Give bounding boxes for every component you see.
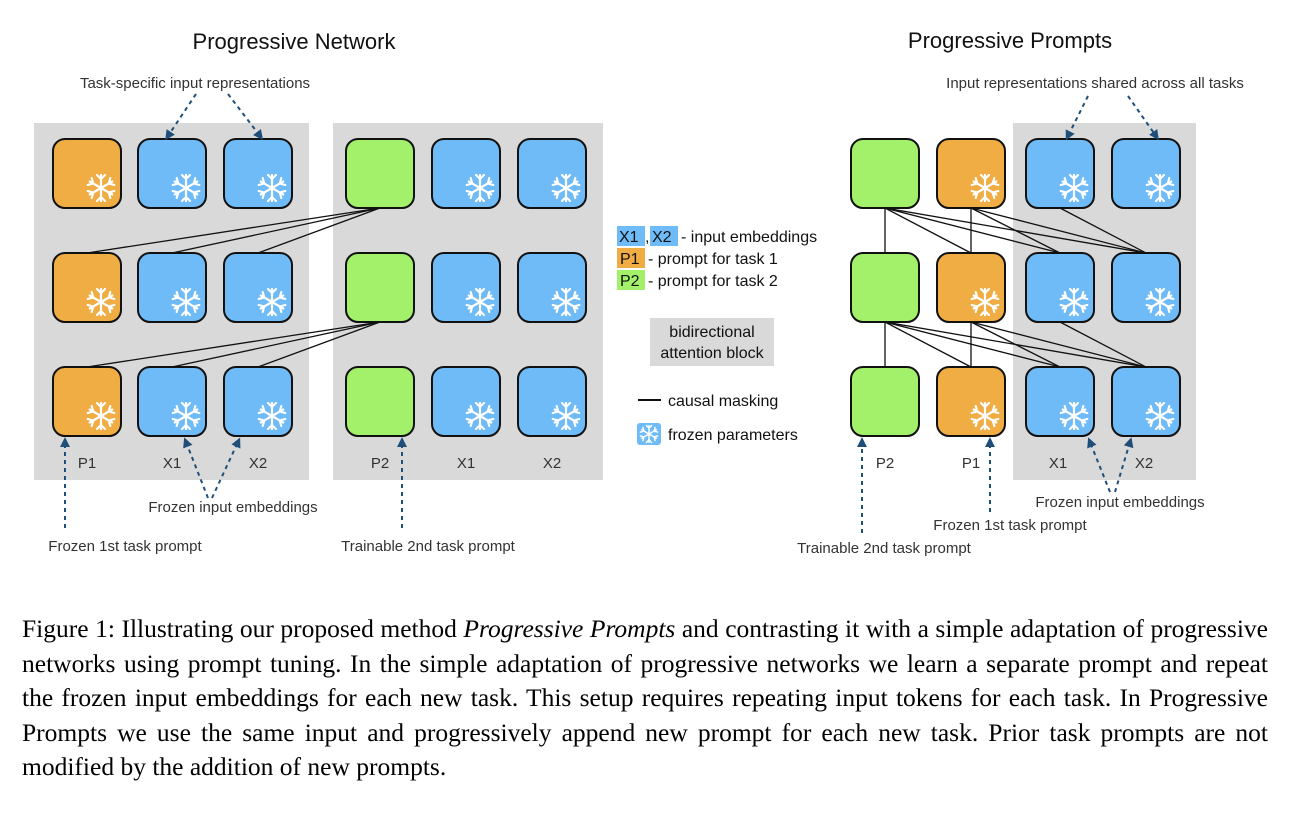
token-p2 — [345, 138, 415, 209]
label-p2: P2 — [371, 455, 389, 472]
token-x2 — [223, 366, 293, 437]
legend-swatch-x2 — [650, 226, 678, 246]
legend-bidirectional-line1: bidirectional — [669, 324, 754, 341]
label-p1: P1 — [962, 455, 980, 472]
legend-bidirectional-swatch — [650, 318, 774, 366]
token-x1 — [137, 138, 207, 209]
figure-diagram: Progressive Network Task-specific input … — [34, 28, 1244, 557]
attention-lines-left — [86, 207, 381, 368]
legend-frozen-parameters: frozen parameters — [668, 427, 798, 444]
figure-caption: Figure 1: Illustrating our proposed meth… — [22, 612, 1268, 785]
token-p1 — [936, 138, 1006, 209]
token-x1 — [1025, 138, 1095, 209]
token-p1 — [52, 252, 122, 323]
legend-x1: X1 — [619, 229, 639, 246]
right-panel-title: Progressive Prompts — [908, 28, 1112, 53]
legend: X1 , X2 - input embeddings P1 - prompt f… — [617, 226, 817, 445]
token-x2 — [1111, 138, 1181, 209]
legend-prompt-task1: - prompt for task 1 — [648, 251, 778, 268]
label-p1: P1 — [78, 455, 96, 472]
trainable-prompt-label: Trainable 2nd task prompt — [797, 540, 972, 557]
token-x2 — [223, 138, 293, 209]
label-x1: X1 — [1049, 455, 1067, 472]
legend-prompt-task2: - prompt for task 2 — [648, 273, 778, 290]
legend-p2: P2 — [620, 273, 640, 290]
left-panel-title: Progressive Network — [193, 29, 397, 54]
token-x2 — [1111, 252, 1181, 323]
label-x2: X2 — [1135, 455, 1153, 472]
legend-p1: P1 — [620, 251, 640, 268]
label-x2: X2 — [543, 455, 561, 472]
token-x1 — [1025, 252, 1095, 323]
caption-body: and contrasting it with a simple adaptat… — [22, 614, 1268, 781]
token-p1 — [936, 252, 1006, 323]
token-x1 — [137, 366, 207, 437]
token-x1 — [431, 252, 501, 323]
token-p2 — [345, 252, 415, 323]
attention-lines-right — [884, 207, 1147, 368]
shared-input-annotation: Input representations shared across all … — [946, 75, 1244, 92]
token-x2 — [517, 252, 587, 323]
trainable-prompt-label: Trainable 2nd task prompt — [341, 538, 516, 555]
caption-method-name: Progressive Prompts — [463, 614, 676, 643]
label-x2: X2 — [249, 455, 267, 472]
label-x1: X1 — [457, 455, 475, 472]
token-p1 — [52, 366, 122, 437]
token-x2 — [223, 252, 293, 323]
frozen-input-embeddings-label: Frozen input embeddings — [1035, 494, 1204, 511]
label-x1: X1 — [163, 455, 181, 472]
token-x1 — [1025, 366, 1095, 437]
task-specific-annotation: Task-specific input representations — [80, 75, 310, 92]
legend-input-embeddings: - input embeddings — [681, 229, 817, 246]
legend-swatch-p1 — [617, 248, 645, 268]
token-p1 — [52, 138, 122, 209]
legend-swatch-p2 — [617, 270, 645, 290]
token-x2 — [1111, 366, 1181, 437]
token-p1 — [936, 366, 1006, 437]
frozen-prompt-label: Frozen 1st task prompt — [933, 517, 1087, 534]
token-p2 — [850, 252, 920, 323]
token-x1 — [137, 252, 207, 323]
token-x2 — [517, 366, 587, 437]
token-x1 — [431, 138, 501, 209]
token-p2 — [850, 366, 920, 437]
dashed-arrows-right — [857, 95, 1159, 533]
legend-swatch-x1 — [617, 226, 645, 246]
frozen-input-embeddings-label: Frozen input embeddings — [148, 499, 317, 516]
token-x1 — [431, 366, 501, 437]
legend-causal-masking: causal masking — [668, 393, 778, 410]
frozen-prompt-label: Frozen 1st task prompt — [48, 538, 202, 555]
legend-snowflake-icon — [637, 423, 661, 445]
token-p2 — [345, 366, 415, 437]
dashed-arrows-left — [60, 93, 407, 528]
legend-x2: X2 — [652, 229, 672, 246]
legend-bidirectional-line2: attention block — [660, 345, 764, 362]
token-p2 — [850, 138, 920, 209]
caption-prefix: Figure 1: Illustrating our proposed meth… — [22, 614, 464, 643]
svg-text:,: , — [645, 229, 649, 246]
token-x2 — [517, 138, 587, 209]
label-p2: P2 — [876, 455, 894, 472]
